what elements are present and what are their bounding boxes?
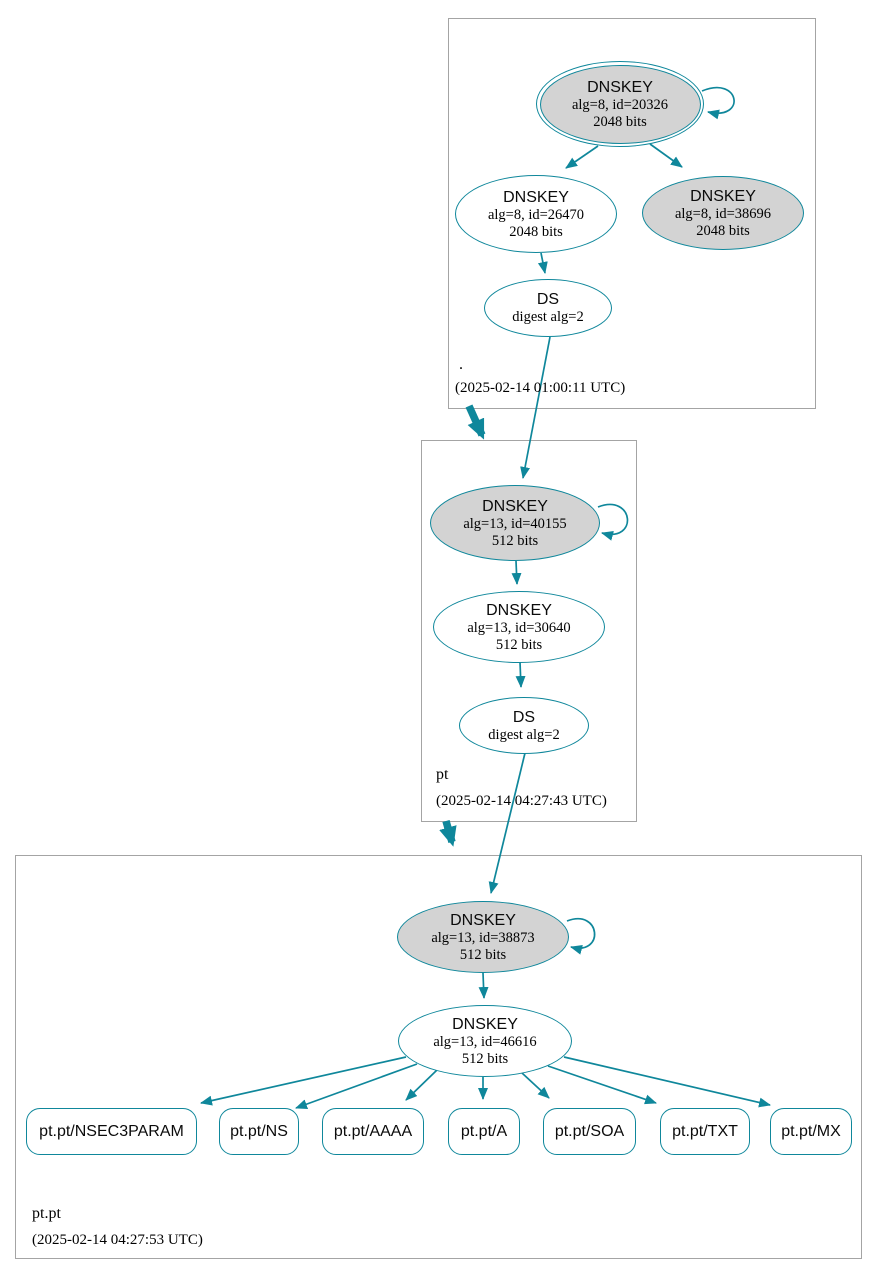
zone-box-pt [421, 440, 637, 822]
zone-timestamp-root: (2025-02-14 01:00:11 UTC) [455, 380, 626, 396]
node-detail: alg=13, id=38873 [431, 929, 535, 946]
dnskey-node-40155[interactable]: DNSKEY alg=13, id=40155 512 bits [430, 485, 600, 561]
ds-node-pt[interactable]: DS digest alg=2 [459, 697, 589, 754]
edge-26470-to-ds-root [537, 252, 548, 274]
rrset-a[interactable]: pt.pt/A [448, 1108, 520, 1155]
node-size: 512 bits [491, 532, 539, 549]
edge-46616-to-soa [521, 1072, 550, 1099]
zone-label-pt-pt: pt.pt [32, 1205, 61, 1222]
self-loop-dnskey-20326 [701, 86, 735, 120]
node-title: DS [512, 708, 536, 726]
edge-20326-to-26470 [565, 145, 599, 169]
ds-node-root[interactable]: DS digest alg=2 [484, 279, 612, 337]
node-title: DNSKEY [690, 187, 756, 205]
delegation-arrow-pt-to-pt-pt [439, 819, 457, 847]
node-detail: digest alg=2 [488, 726, 560, 743]
node-title: DNSKEY [503, 188, 569, 206]
node-title: DS [536, 291, 560, 308]
zone-timestamp-pt: (2025-02-14 04:27:43 UTC) [436, 793, 607, 809]
edge-46616-to-nsec3param [200, 1056, 407, 1106]
node-detail: digest alg=2 [512, 309, 584, 325]
edge-38873-to-46616 [478, 972, 489, 999]
edge-20326-to-38696 [649, 143, 683, 168]
node-detail: alg=8, id=26470 [487, 206, 585, 223]
rrset-txt[interactable]: pt.pt/TXT [660, 1108, 750, 1155]
dnskey-node-30640[interactable]: DNSKEY alg=13, id=30640 512 bits [433, 591, 605, 663]
edge-ds-root-to-dnskey-40155 [520, 336, 551, 479]
node-title: DNSKEY [452, 1015, 518, 1033]
rrset-nsec3param[interactable]: pt.pt/NSEC3PARAM [26, 1108, 197, 1155]
edge-46616-to-aaaa [405, 1069, 438, 1101]
edge-30640-to-ds-pt [515, 661, 526, 688]
dnskey-node-26470[interactable]: DNSKEY alg=8, id=26470 2048 bits [455, 175, 617, 253]
dnskey-node-38696[interactable]: DNSKEY alg=8, id=38696 2048 bits [642, 176, 804, 250]
node-size: 512 bits [461, 1050, 509, 1067]
node-detail: alg=13, id=30640 [467, 619, 571, 636]
node-size: 512 bits [459, 946, 507, 963]
dnskey-node-38873[interactable]: DNSKEY alg=13, id=38873 512 bits [397, 901, 569, 973]
edge-ds-pt-to-dnskey-38873 [488, 752, 526, 894]
node-title: DNSKEY [486, 601, 552, 619]
zone-box-root [448, 18, 816, 409]
zone-label-root: . [459, 356, 463, 373]
self-loop-dnskey-40155 [597, 503, 629, 541]
dnskey-node-46616[interactable]: DNSKEY alg=13, id=46616 512 bits [398, 1005, 572, 1077]
dnskey-node-20326[interactable]: DNSKEY alg=8, id=20326 2048 bits [536, 61, 704, 147]
zone-timestamp-pt-pt: (2025-02-14 04:27:53 UTC) [32, 1232, 203, 1248]
edge-40155-to-30640 [511, 560, 522, 585]
node-title: DNSKEY [587, 78, 653, 96]
zone-label-pt: pt [436, 766, 449, 783]
rrset-soa[interactable]: pt.pt/SOA [543, 1108, 636, 1155]
delegation-arrow-root-to-pt [465, 404, 486, 440]
node-title: DNSKEY [482, 497, 548, 515]
edge-46616-to-ns [295, 1063, 418, 1109]
node-title: DNSKEY [450, 911, 516, 929]
rrset-mx[interactable]: pt.pt/MX [770, 1108, 852, 1155]
zone-box-pt-pt [15, 855, 862, 1259]
edge-46616-to-mx [563, 1056, 771, 1108]
self-loop-dnskey-38873 [566, 918, 596, 955]
edge-46616-to-txt [547, 1065, 657, 1105]
node-detail: alg=13, id=46616 [433, 1033, 537, 1050]
node-size: 2048 bits [593, 113, 647, 130]
node-detail: alg=8, id=38696 [674, 205, 772, 222]
rrset-aaaa[interactable]: pt.pt/AAAA [322, 1108, 424, 1155]
node-size: 2048 bits [509, 223, 563, 240]
node-size: 512 bits [495, 636, 543, 653]
node-detail: alg=13, id=40155 [463, 515, 567, 532]
node-detail: alg=8, id=20326 [571, 96, 669, 113]
node-size: 2048 bits [696, 222, 750, 239]
rrset-ns[interactable]: pt.pt/NS [219, 1108, 299, 1155]
